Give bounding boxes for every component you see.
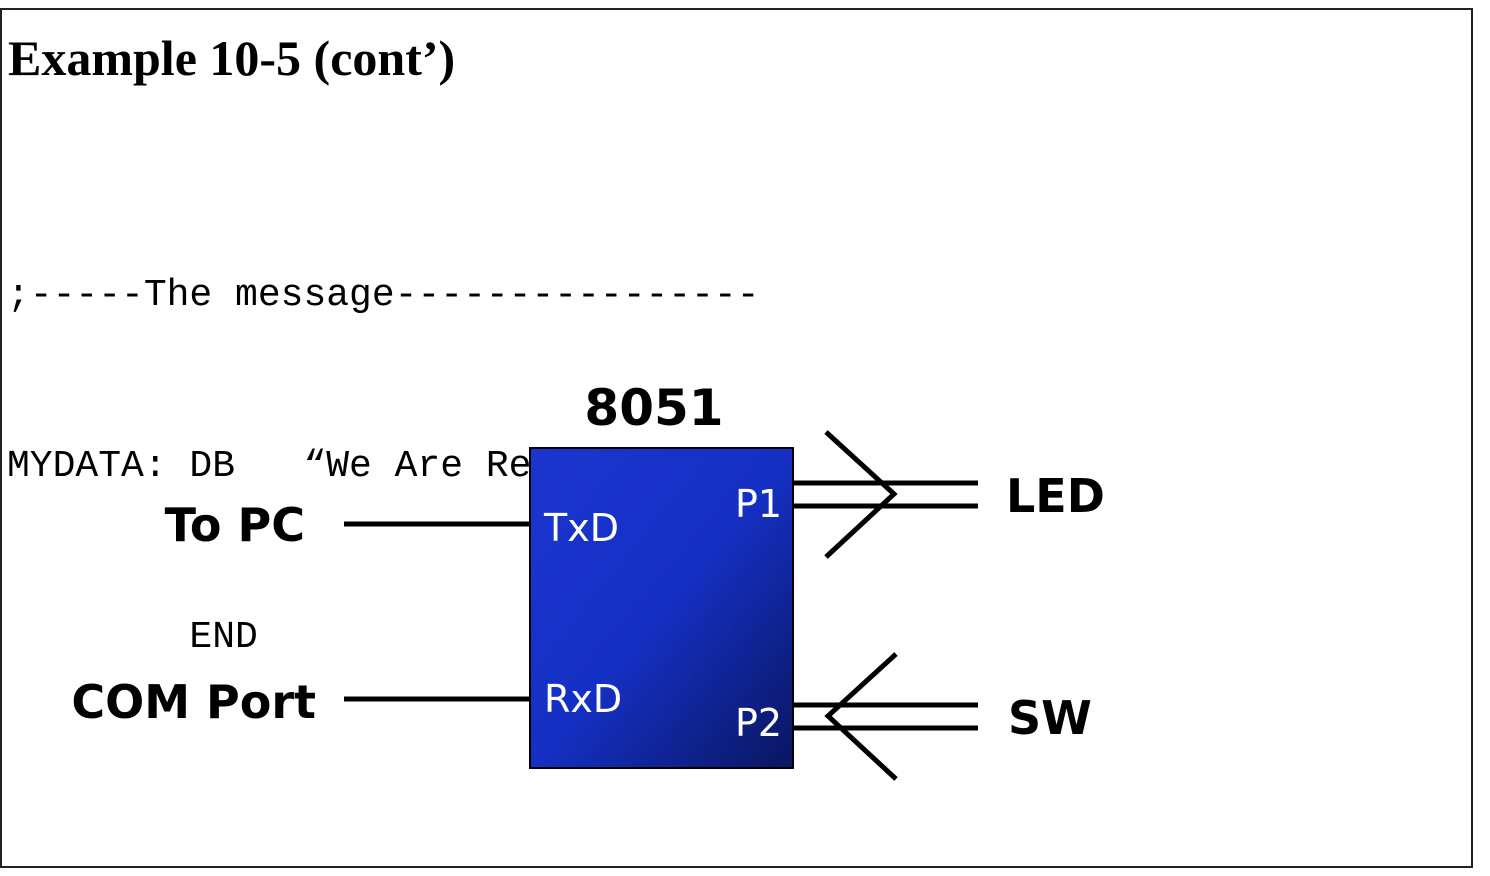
code-line-end: END [7,616,258,659]
label-to-pc: To PC [165,498,305,552]
pin-label-p1: P1 [735,482,782,526]
code-block: ;-----The message---------------- MYDATA… [7,153,760,723]
label-sw: SW [1008,691,1092,745]
chip-block [529,447,794,769]
p1-output-arrow [793,430,978,559]
code-line-comment: ;-----The message---------------- [7,274,760,317]
p2-input-arrow [793,652,978,781]
pin-label-p2: P2 [735,701,782,745]
pin-label-txd: TxD [543,506,619,550]
pin-label-rxd: RxD [544,677,622,721]
label-com-port: COM Port [71,675,316,729]
slide-title: Example 10-5 (cont’) [8,30,456,86]
chip-label: 8051 [584,379,723,437]
label-led: LED [1006,469,1105,523]
